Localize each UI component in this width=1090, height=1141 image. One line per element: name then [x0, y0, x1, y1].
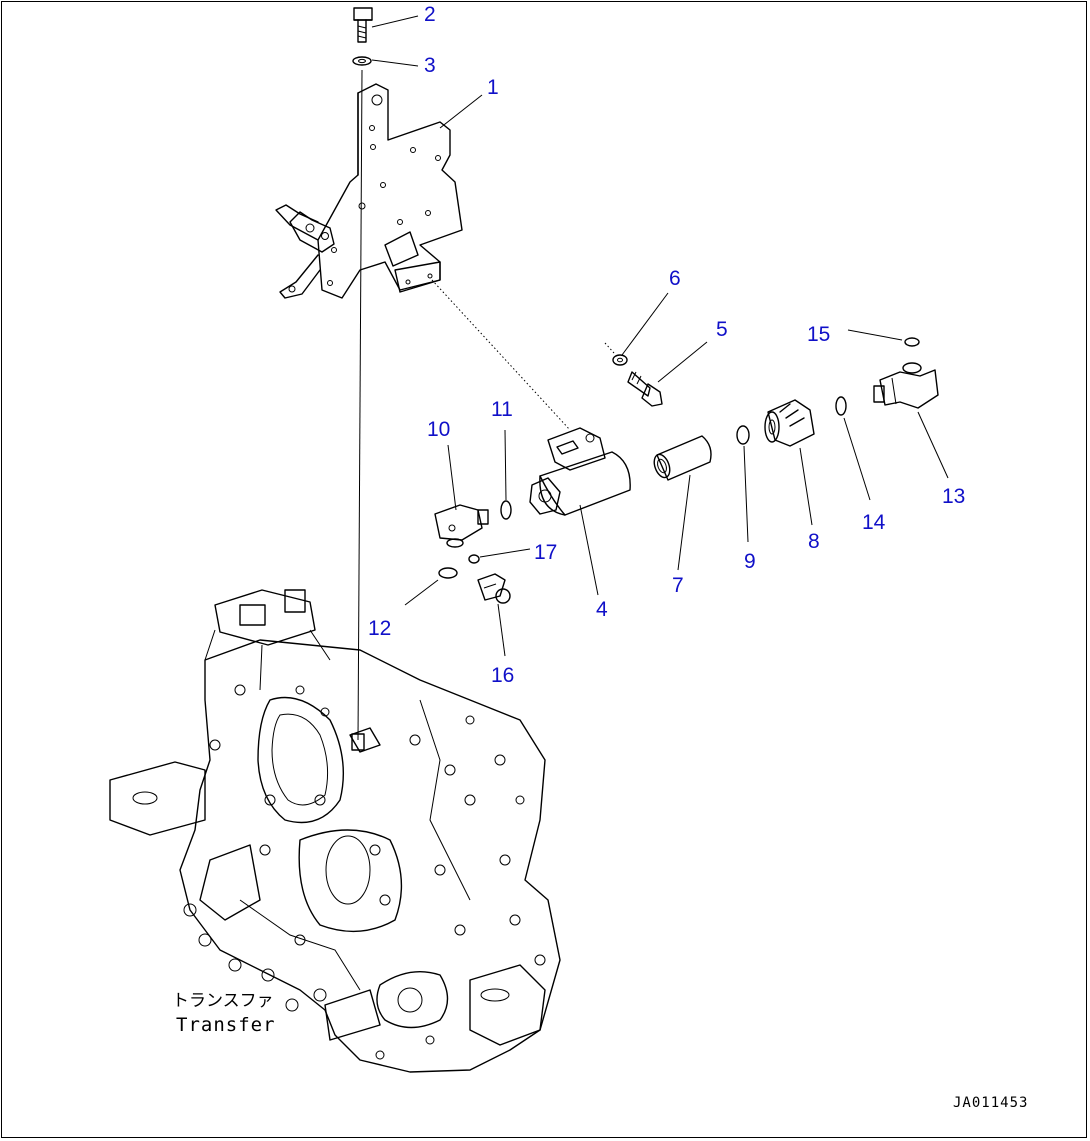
cap-15-part [904, 337, 920, 347]
callout-4: 4 [596, 598, 608, 621]
transfer-housing [109, 589, 561, 1073]
callout-8: 8 [808, 530, 820, 553]
callout-numbers: 1 2 3 4 5 6 7 8 9 10 11 12 13 14 15 16 1… [368, 3, 965, 687]
o-ring-14-part [835, 396, 847, 416]
o-ring-12-part [438, 567, 458, 579]
washer-part [352, 56, 372, 66]
callout-2: 2 [424, 3, 436, 26]
callout-13: 13 [942, 485, 965, 508]
callout-12: 12 [368, 617, 391, 640]
callout-10: 10 [427, 418, 450, 441]
bracket-part [275, 83, 463, 299]
transfer-label-jp: トランスファ [172, 991, 274, 1011]
callout-11: 11 [491, 398, 513, 421]
filter-element-part [653, 435, 712, 481]
callout-6: 6 [669, 267, 681, 290]
callout-7: 7 [672, 574, 684, 597]
assembly-axis-line [357, 69, 363, 741]
callout-1: 1 [487, 76, 499, 99]
plug-part [764, 399, 815, 447]
elbow-fitting-13-part [873, 362, 939, 409]
bolt-5-part [627, 371, 663, 407]
callout-15: 15 [807, 323, 830, 346]
washer-axis-line [604, 342, 615, 354]
bolt-part [353, 7, 373, 43]
callout-14: 14 [862, 511, 886, 534]
washer-6-part [612, 354, 628, 366]
callout-5: 5 [716, 318, 728, 341]
plug-16-part [477, 573, 511, 604]
o-ring-17-part [468, 554, 480, 564]
elbow-fitting-10-part [434, 504, 489, 548]
solenoid-valve-part [529, 427, 631, 516]
housing-boss [351, 733, 365, 751]
leader-lines [371, 15, 949, 657]
o-ring-9-part [736, 425, 750, 445]
transfer-label-en: Transfer [176, 1014, 276, 1036]
callout-16: 16 [491, 664, 514, 687]
drawing-code: JA011453 [953, 1095, 1028, 1111]
callout-3: 3 [424, 54, 436, 77]
callout-9: 9 [744, 550, 756, 573]
o-ring-11-part [500, 500, 512, 520]
callout-17: 17 [534, 541, 557, 564]
